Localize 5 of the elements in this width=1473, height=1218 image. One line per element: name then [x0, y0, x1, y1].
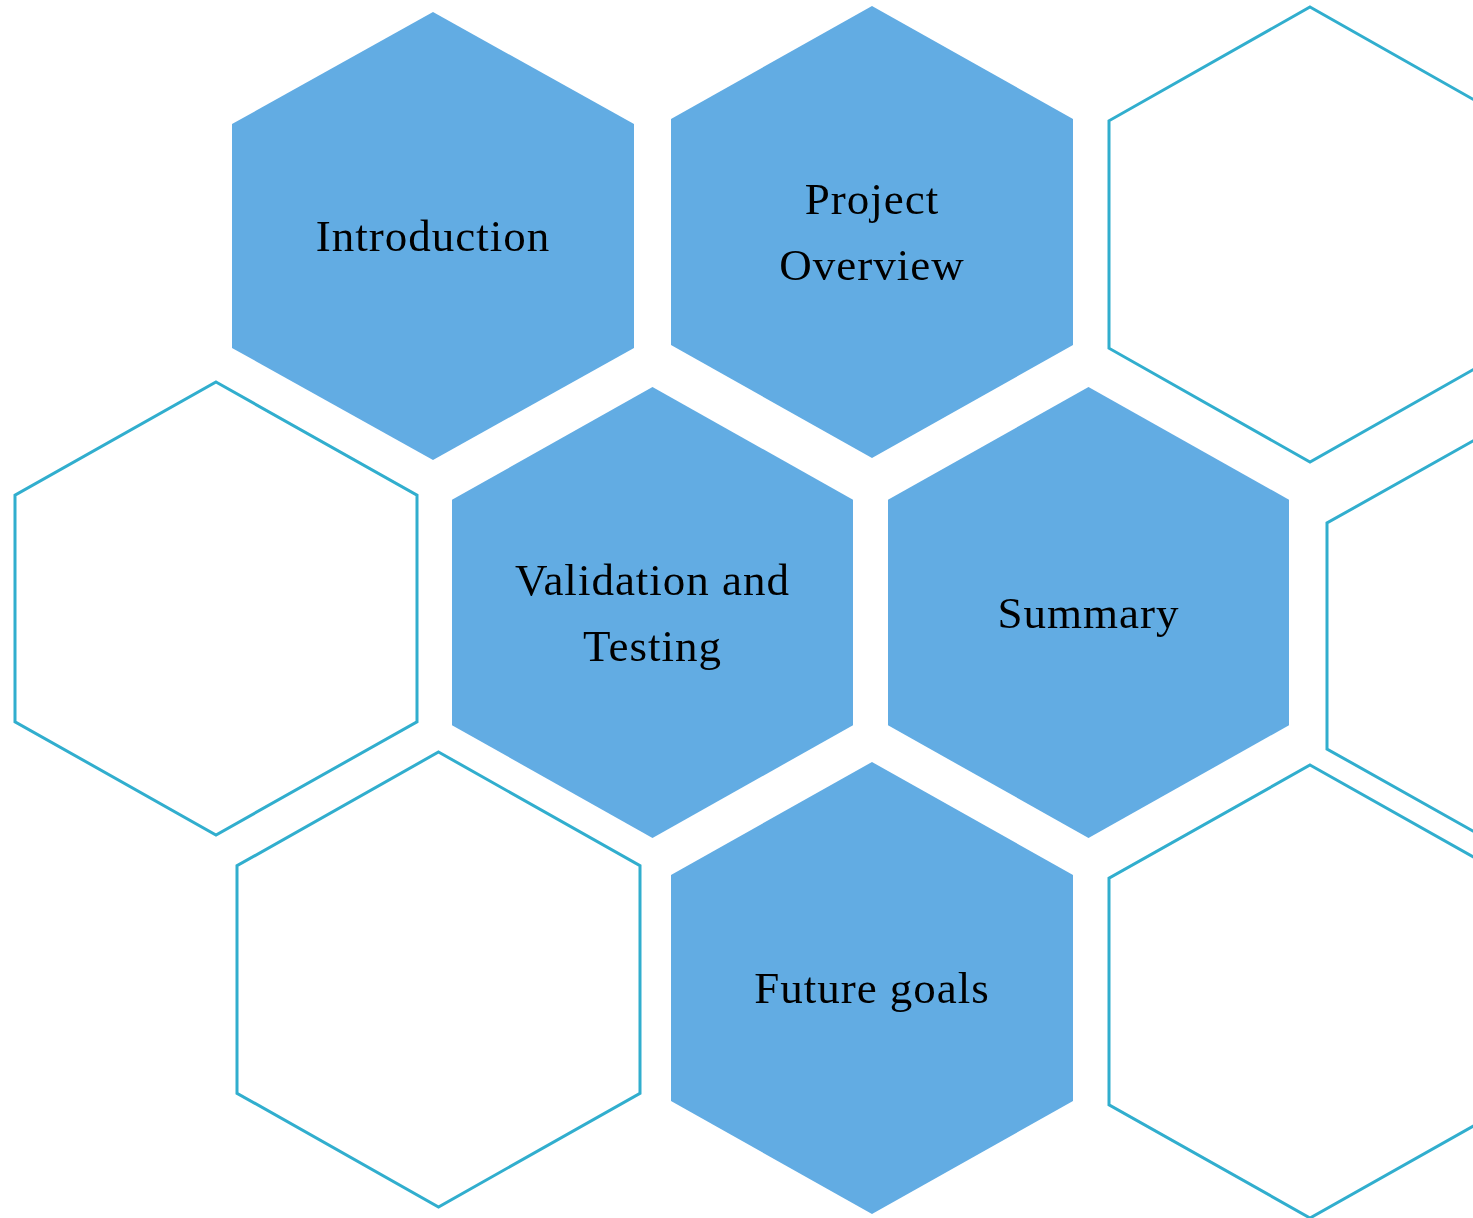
hexagon-label: Future goals: [753, 962, 991, 1015]
hexagon-label: Validation and Testing: [513, 553, 792, 673]
hexagon-label: Introduction: [314, 210, 552, 263]
hexagon-label: Project Overview: [778, 173, 966, 292]
hexagon-label: Summary: [996, 586, 1181, 640]
